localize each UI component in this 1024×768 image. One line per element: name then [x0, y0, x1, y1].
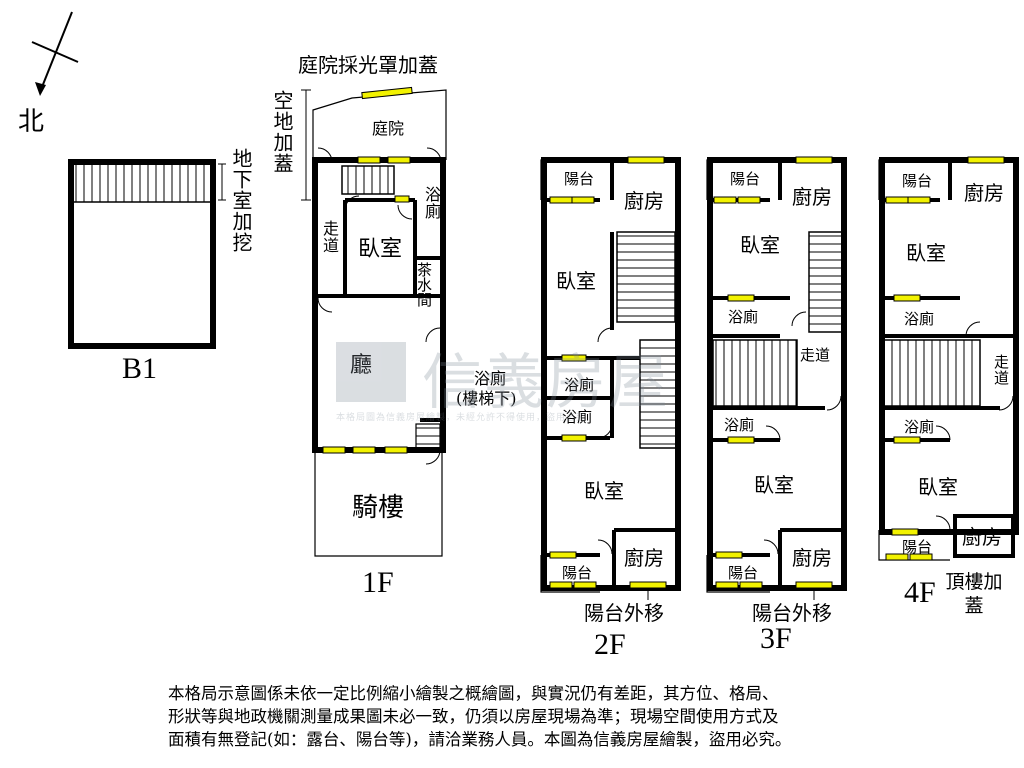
- disclaimer-line-3: 面積有無登記(如：露台、陽台等)，請洽業務人員。本圖為信義房屋繪製，盜用必究。: [168, 730, 792, 749]
- floor-label-2f: 2F: [594, 628, 626, 661]
- room-2f-bath-b: 浴廁: [562, 408, 592, 426]
- 1f-top-note: 庭院採光罩加蓋: [298, 53, 438, 77]
- b1-plan: [68, 159, 226, 349]
- room-1f-tea-room: 茶水間: [415, 262, 433, 307]
- disclaimer: 本格局示意圖係未依一定比例縮小繪製之概繪圖，與實況仍有差距，其方位、格局、 形狀…: [168, 682, 928, 751]
- room-3f-balcony-top: 陽台: [730, 170, 760, 188]
- room-1f-bedroom: 臥室: [358, 237, 402, 262]
- room-1f-arcade: 騎樓: [352, 493, 404, 523]
- floor-label-4f: 4F: [904, 576, 936, 609]
- disclaimer-line-2: 形狀等與地政機關測量成果圖未必一致，仍須以房屋現場為準；現場空間使用方式及: [168, 707, 779, 726]
- 4f-note: 頂樓加蓋: [945, 571, 1003, 617]
- 3f-plan: [706, 156, 847, 600]
- room-3f-bath-b: 浴廁: [724, 416, 754, 434]
- room-3f-corridor: 走道: [800, 346, 830, 364]
- b1-note: 地下室加挖: [229, 148, 253, 253]
- 1f-side-note: 空地加蓋: [270, 90, 294, 174]
- 3f-note: 陽台外移: [752, 601, 832, 625]
- room-4f-bedroom-top: 臥室: [906, 241, 946, 265]
- room-4f-kitchen-bottom: 廚房: [962, 525, 1002, 549]
- north-arrow-icon: [31, 11, 79, 96]
- room-1f-corridor: 走道: [320, 220, 339, 254]
- room-4f-kitchen-top: 廚房: [964, 181, 1004, 205]
- disclaimer-line-1: 本格局示意圖係未依一定比例縮小繪製之概繪圖，與實況仍有差距，其方位、格局、: [168, 684, 779, 703]
- 2f-note: 陽台外移: [584, 601, 664, 625]
- room-2f-bedroom-top: 臥室: [556, 269, 596, 293]
- room-2f-kitchen-top: 廚房: [624, 189, 664, 213]
- room-3f-bedroom-top: 臥室: [740, 233, 780, 257]
- room-3f-kitchen-bottom: 廚房: [792, 546, 832, 570]
- room-4f-balcony-top: 陽台: [902, 172, 932, 190]
- room-2f-bath-a: 浴廁: [564, 376, 594, 394]
- room-1f-hall: 廳: [350, 353, 372, 378]
- floor-label-1f: 1F: [362, 566, 394, 599]
- room-4f-corridor: 走道: [992, 354, 1010, 386]
- 1f-plan: [301, 86, 447, 557]
- floor-label-b1: B1: [122, 352, 158, 385]
- room-2f-balcony-bottom: 陽台: [562, 564, 592, 582]
- room-2f-balcony-top: 陽台: [564, 170, 594, 188]
- room-4f-balcony-bottom: 陽台: [902, 538, 932, 556]
- 2f-plan: [540, 156, 681, 600]
- room-3f-bedroom-bottom: 臥室: [754, 473, 794, 497]
- room-courtyard: 庭院: [372, 119, 404, 138]
- room-4f-bath-b: 浴廁: [904, 418, 934, 436]
- compass-label: 北: [18, 107, 44, 137]
- room-3f-balcony-bottom: 陽台: [728, 564, 758, 582]
- room-4f-bedroom-bottom: 臥室: [918, 475, 958, 499]
- room-1f-bath-top: 浴廁: [422, 186, 441, 220]
- floor-label-3f: 3F: [760, 622, 792, 655]
- room-1f-bath-stair-sub: (樓梯下): [456, 389, 517, 408]
- room-4f-bath-a: 浴廁: [904, 310, 934, 328]
- room-2f-bedroom-bottom: 臥室: [584, 479, 624, 503]
- room-2f-kitchen-bottom: 廚房: [624, 546, 664, 570]
- 4f-plan: [878, 156, 1019, 561]
- room-3f-kitchen-top: 廚房: [792, 185, 832, 209]
- room-1f-bath-stair: 浴廁: [474, 369, 506, 388]
- room-3f-bath-a: 浴廁: [728, 308, 758, 326]
